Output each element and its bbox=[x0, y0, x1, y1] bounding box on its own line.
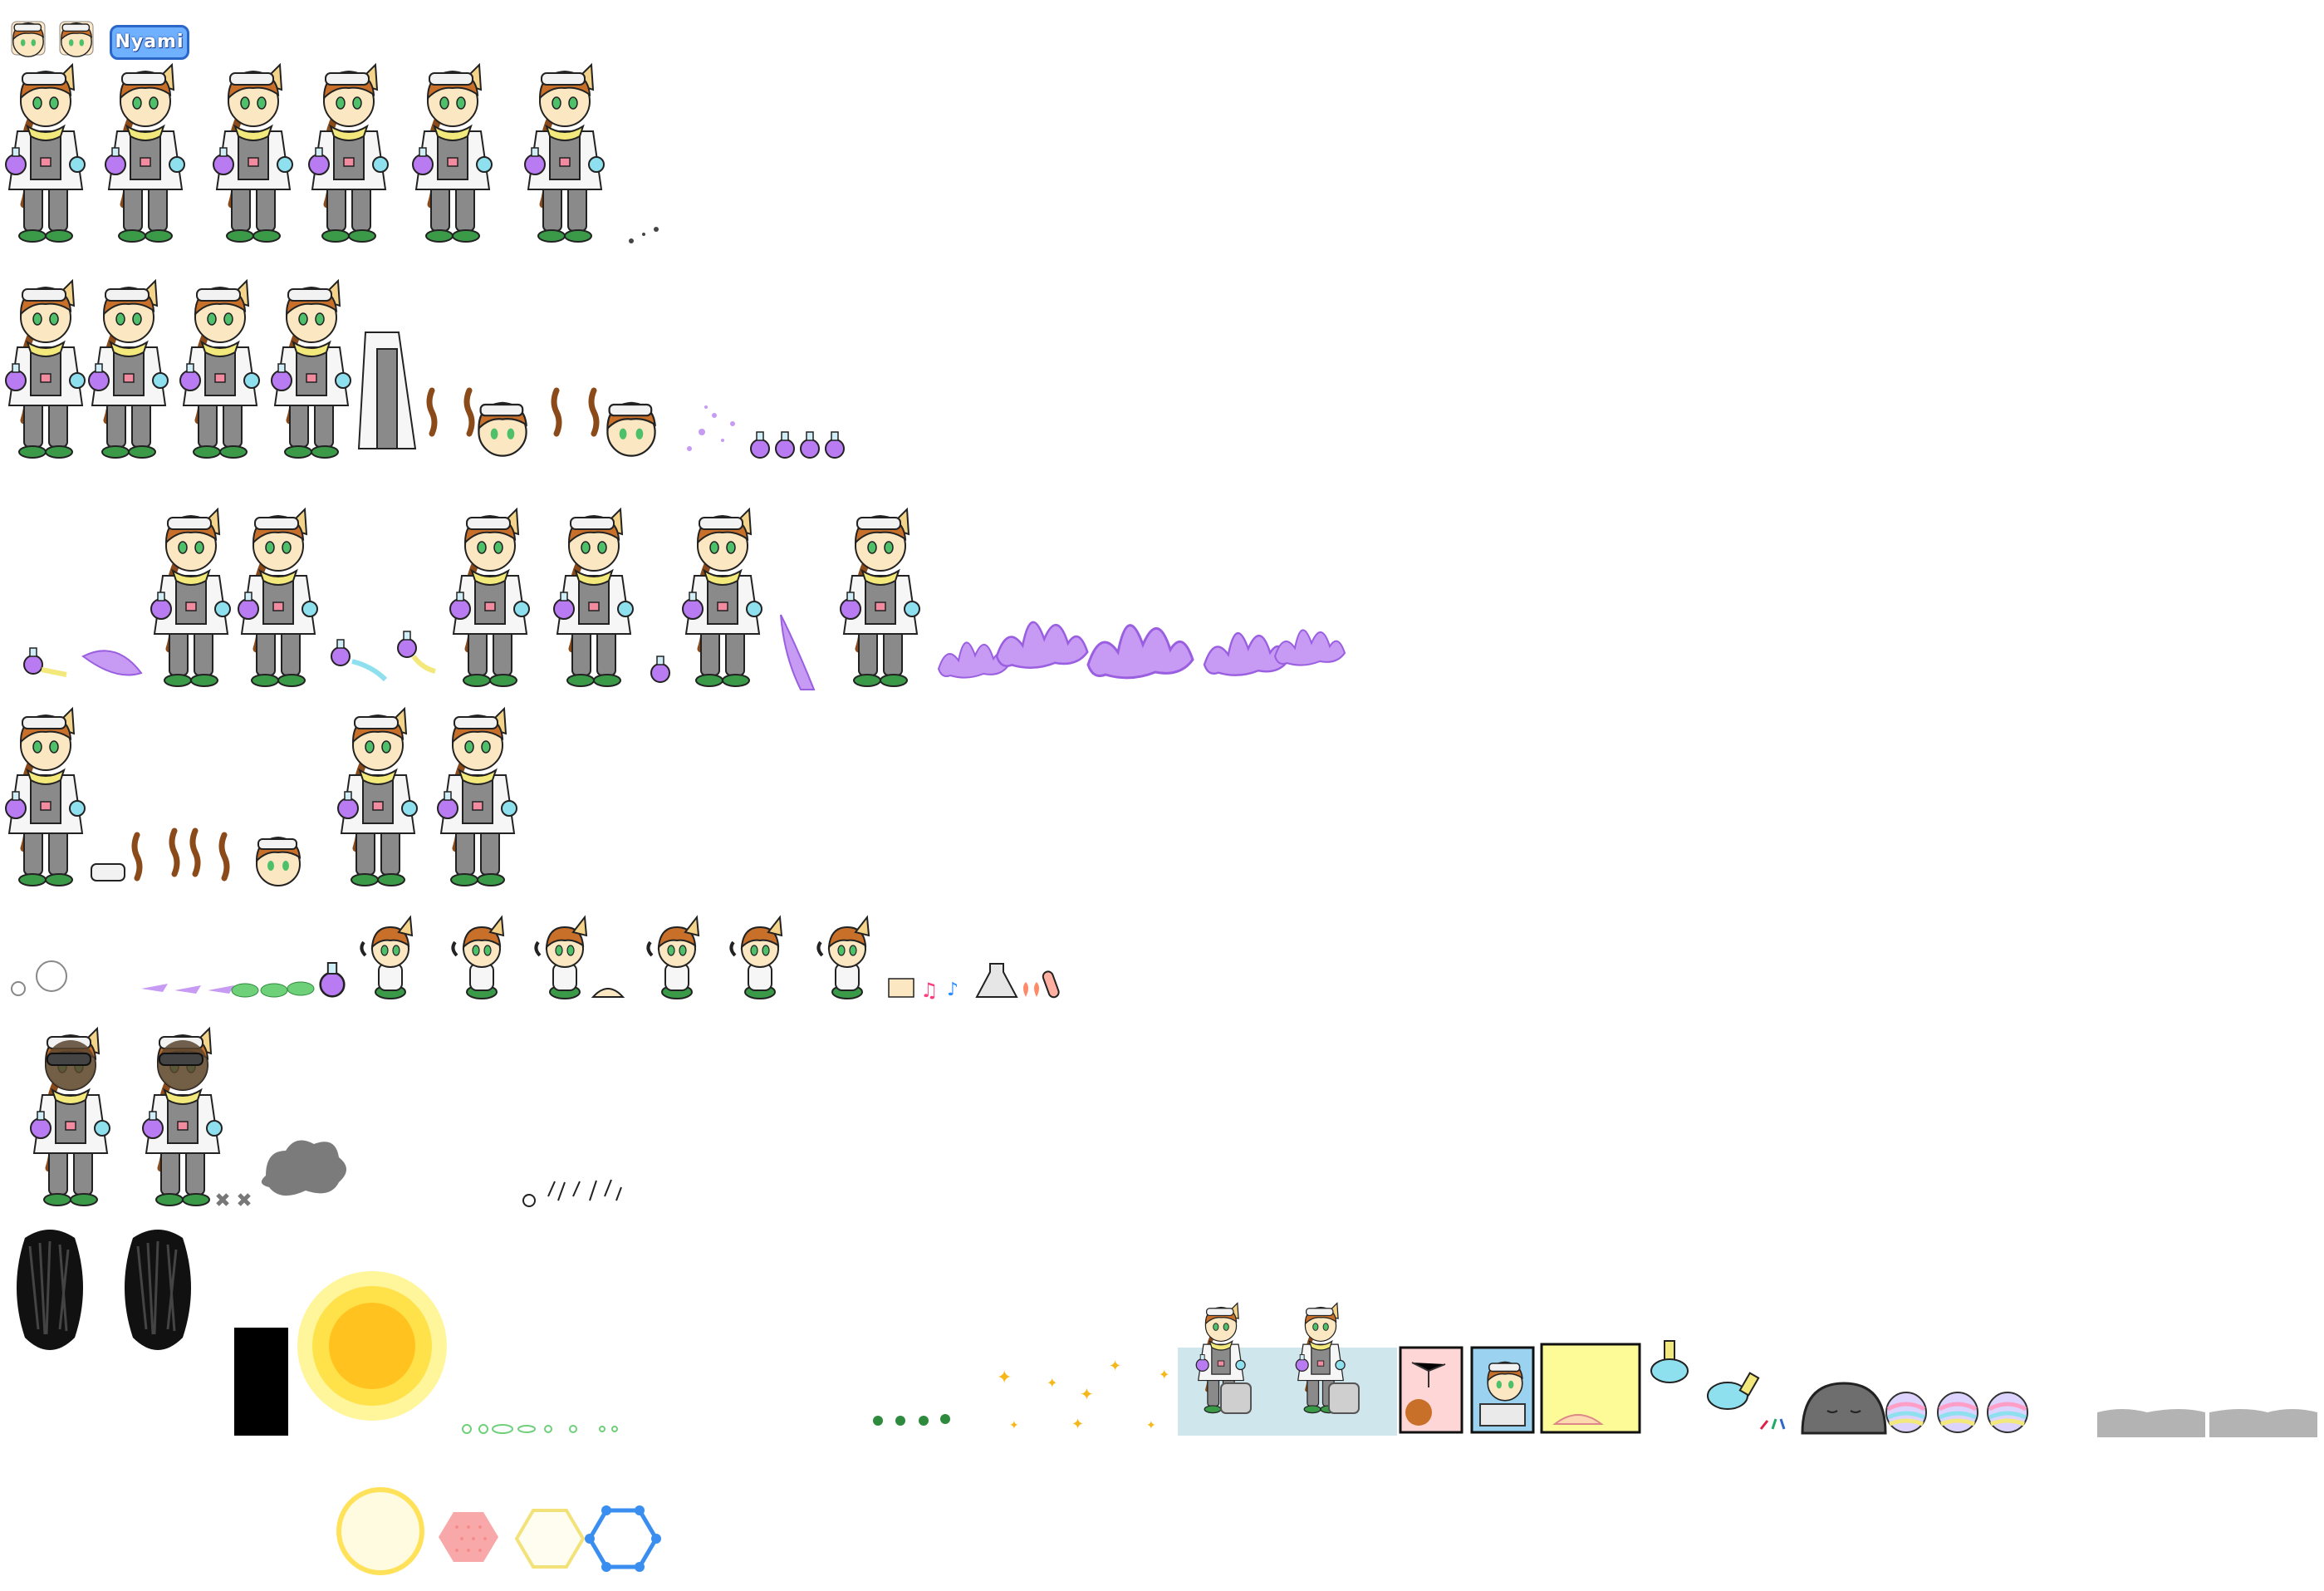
walk-frame-5 bbox=[413, 65, 492, 242]
purple-dash-fx bbox=[141, 984, 234, 994]
blue-molecule-hexagon bbox=[585, 1505, 661, 1572]
cross-marks bbox=[216, 1193, 251, 1206]
svg-text:✦: ✦ bbox=[1146, 1419, 1156, 1432]
splash-fx-2 bbox=[995, 621, 1089, 670]
glove-hand-1 bbox=[1650, 1340, 1689, 1383]
bubble-ball-1 bbox=[1886, 1392, 1926, 1432]
row-shapes bbox=[336, 1487, 661, 1575]
splash-fx-3 bbox=[1086, 624, 1194, 680]
coat-part bbox=[357, 331, 417, 449]
gray-floor-strip-1 bbox=[2097, 1409, 2205, 1437]
sun-glow-fx bbox=[297, 1271, 447, 1421]
rock-blob bbox=[1801, 1382, 1887, 1435]
gold-sparkles-fx: ✦ ✦ ✦ ✦ ✦ ✦ ✦ ✦ bbox=[997, 1358, 1169, 1433]
flask-throw-blue bbox=[331, 639, 388, 682]
pink-hexagon bbox=[439, 1512, 498, 1562]
svg-text:✦: ✦ bbox=[1159, 1367, 1169, 1382]
music-notes-icon: ♫ ♪ bbox=[888, 978, 959, 1002]
svg-text:✦: ✦ bbox=[1109, 1358, 1121, 1375]
smoke-puff bbox=[11, 960, 67, 996]
green-dots-fx bbox=[873, 1414, 950, 1426]
purple-pillar bbox=[780, 614, 816, 690]
row-chibi-sequence: ♫ ♪ bbox=[11, 916, 1060, 1002]
row-misc-fx: ✦ ✦ ✦ ✦ ✦ ✦ ✦ ✦ bbox=[15, 1228, 2317, 1437]
feather-bits-fx bbox=[1759, 1418, 1786, 1430]
cutscene-panel-2 bbox=[1287, 1304, 1397, 1436]
test-tube-icon bbox=[1042, 970, 1060, 999]
glove-hand-2 bbox=[1707, 1372, 1760, 1410]
gray-floor-strip-2 bbox=[2209, 1409, 2317, 1437]
glow-ring bbox=[336, 1487, 424, 1575]
row-burnt-sequence bbox=[31, 1029, 622, 1207]
svg-text:✦: ✦ bbox=[1080, 1384, 1094, 1404]
flask-icon bbox=[750, 431, 770, 459]
svg-text:♫: ♫ bbox=[920, 979, 939, 1002]
walk-frame-3 bbox=[213, 65, 292, 242]
green-drops-fx bbox=[231, 981, 315, 998]
goggles-part bbox=[91, 863, 125, 881]
portrait-icon-1 bbox=[11, 21, 46, 57]
green-spores-fx bbox=[462, 1424, 618, 1434]
row-dizzy-sequence bbox=[6, 709, 517, 886]
svg-text:✦: ✦ bbox=[997, 1368, 1012, 1388]
comic-panel-yellow bbox=[1540, 1343, 1641, 1434]
braid-part bbox=[429, 390, 434, 434]
dark-gas-fx-2 bbox=[123, 1228, 193, 1352]
walk-frame-1 bbox=[6, 65, 85, 242]
cutscene-panel-1 bbox=[1178, 1304, 1287, 1436]
bubble-ball-2 bbox=[1938, 1392, 1978, 1432]
smoke-cloud-fx bbox=[261, 1140, 346, 1196]
dark-gas-fx-1 bbox=[15, 1228, 85, 1352]
row-attack-sequence bbox=[23, 509, 1346, 690]
svg-text:♪: ♪ bbox=[947, 980, 959, 1000]
purple-sparkle bbox=[687, 405, 735, 451]
head-part bbox=[478, 401, 527, 457]
sleepy-head bbox=[591, 988, 625, 998]
svg-text:✦: ✦ bbox=[1009, 1419, 1019, 1432]
purple-streak bbox=[81, 650, 143, 676]
ash-bits-fx bbox=[522, 1179, 622, 1207]
droplets-icon bbox=[1023, 982, 1039, 997]
walk-frame-2 bbox=[105, 65, 184, 242]
character-name-badge: Nyami bbox=[110, 25, 189, 60]
row-idle-sequence bbox=[6, 281, 845, 459]
walk-frame-4 bbox=[309, 65, 388, 242]
splash-fx-5 bbox=[1274, 629, 1346, 666]
svg-text:✦: ✦ bbox=[1071, 1416, 1084, 1433]
conical-flask-icon bbox=[975, 963, 1018, 998]
walk-frame-6 bbox=[525, 65, 604, 242]
yellow-hexagon bbox=[514, 1509, 586, 1569]
empty-flask-icon bbox=[319, 961, 346, 998]
black-block bbox=[234, 1328, 288, 1436]
row-walk-cycle bbox=[6, 65, 659, 243]
svg-text:✦: ✦ bbox=[1047, 1375, 1057, 1391]
comic-panel-diagram bbox=[1399, 1346, 1464, 1434]
comic-panel-reading bbox=[1470, 1346, 1535, 1434]
dust-particles bbox=[629, 227, 659, 243]
bubble-ball-3 bbox=[1988, 1392, 2027, 1432]
thrown-flask-1 bbox=[23, 647, 67, 677]
flask-throw-purple bbox=[397, 631, 436, 674]
portrait-icon-2 bbox=[59, 21, 94, 57]
